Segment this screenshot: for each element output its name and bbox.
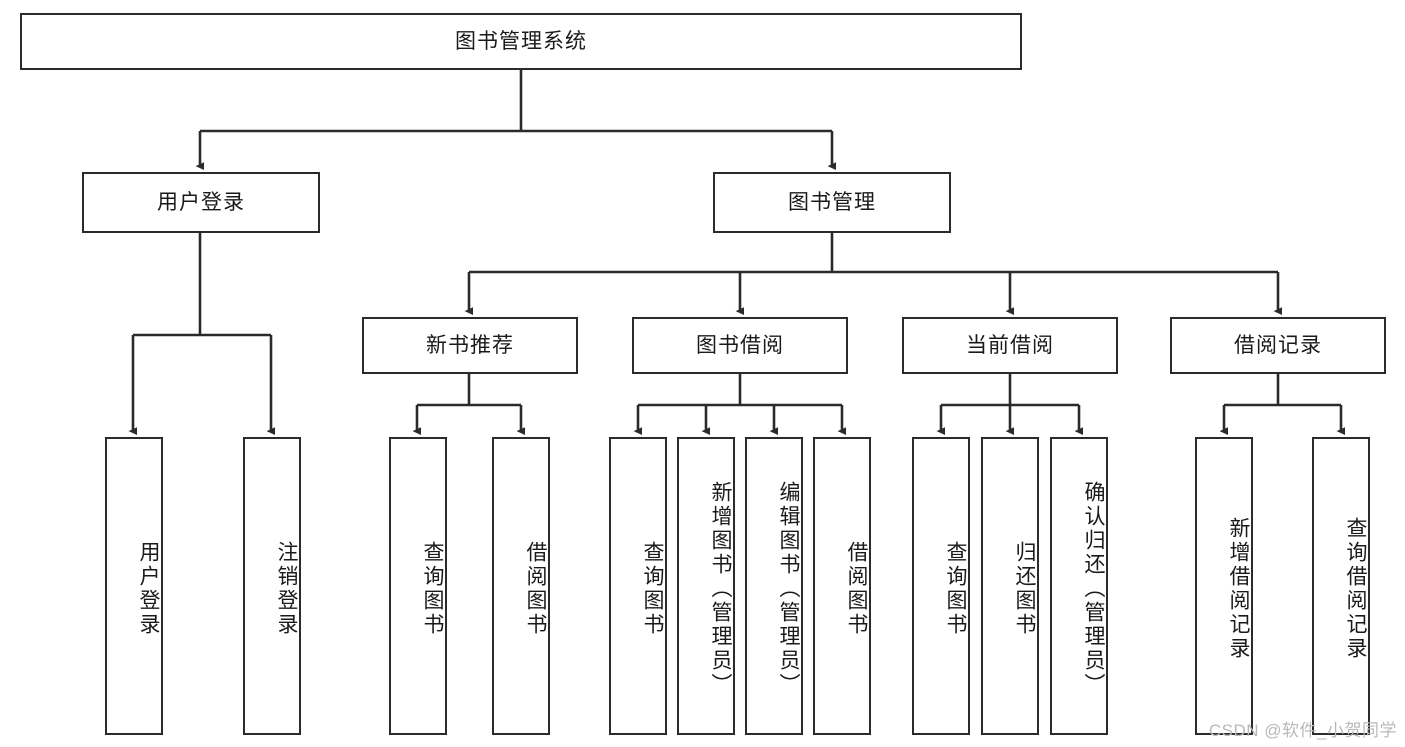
leaf-add-book-label: 新增图书（管理员） [709, 481, 732, 697]
node-book-management[interactable]: 图书管理 [713, 172, 951, 233]
leaf-user-login-label: 用户登录 [137, 541, 160, 637]
watermark-text: CSDN @软件_小贺同学 [1208, 721, 1397, 740]
leaf-borrow-book-2-label: 借阅图书 [845, 541, 868, 637]
leaf-query-book-2[interactable]: 查询图书 [609, 437, 667, 735]
node-user-login[interactable]: 用户登录 [82, 172, 320, 233]
leaf-query-book-1[interactable]: 查询图书 [389, 437, 447, 735]
leaf-borrow-book-1[interactable]: 借阅图书 [492, 437, 550, 735]
leaf-query-record-label: 查询借阅记录 [1344, 517, 1367, 661]
leaf-logout-login-label: 注销登录 [275, 541, 298, 637]
leaf-confirm-return-label: 确认归还（管理员） [1082, 481, 1105, 697]
node-book-borrow[interactable]: 图书借阅 [632, 317, 848, 374]
leaf-edit-book-label: 编辑图书（管理员） [777, 481, 800, 697]
leaf-borrow-book-1-label: 借阅图书 [524, 541, 547, 637]
leaf-return-book-label: 归还图书 [1013, 541, 1036, 637]
node-current-borrow[interactable]: 当前借阅 [902, 317, 1118, 374]
leaf-query-record[interactable]: 查询借阅记录 [1312, 437, 1370, 735]
node-borrow-record-label: 借阅记录 [1234, 333, 1322, 357]
leaf-add-record[interactable]: 新增借阅记录 [1195, 437, 1253, 735]
leaf-query-book-2-label: 查询图书 [641, 541, 664, 637]
node-new-book-recommend[interactable]: 新书推荐 [362, 317, 578, 374]
leaf-logout-login[interactable]: 注销登录 [243, 437, 301, 735]
leaf-edit-book[interactable]: 编辑图书（管理员） [745, 437, 803, 735]
node-new-book-recommend-label: 新书推荐 [426, 333, 514, 357]
leaf-user-login[interactable]: 用户登录 [105, 437, 163, 735]
leaf-add-record-label: 新增借阅记录 [1227, 517, 1250, 661]
leaf-confirm-return[interactable]: 确认归还（管理员） [1050, 437, 1108, 735]
leaf-query-book-3[interactable]: 查询图书 [912, 437, 970, 735]
node-book-borrow-label: 图书借阅 [696, 333, 784, 357]
leaf-add-book[interactable]: 新增图书（管理员） [677, 437, 735, 735]
leaf-query-book-3-label: 查询图书 [944, 541, 967, 637]
leaf-return-book[interactable]: 归还图书 [981, 437, 1039, 735]
node-root[interactable]: 图书管理系统 [20, 13, 1022, 70]
node-root-label: 图书管理系统 [455, 29, 587, 53]
leaf-query-book-1-label: 查询图书 [421, 541, 444, 637]
node-current-borrow-label: 当前借阅 [966, 333, 1054, 357]
leaf-borrow-book-2[interactable]: 借阅图书 [813, 437, 871, 735]
node-user-login-label: 用户登录 [157, 190, 245, 214]
node-book-management-label: 图书管理 [788, 190, 876, 214]
node-borrow-record[interactable]: 借阅记录 [1170, 317, 1386, 374]
